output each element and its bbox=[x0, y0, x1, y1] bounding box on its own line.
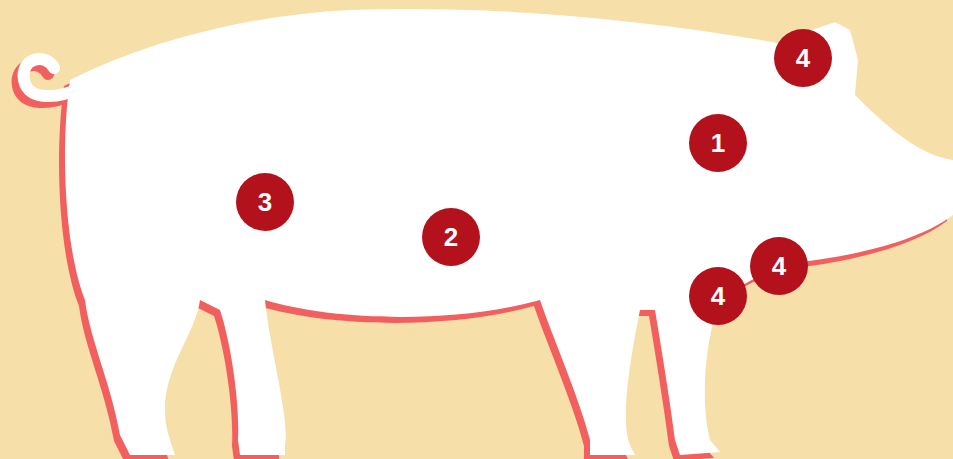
callout-number: 4 bbox=[774, 29, 832, 87]
callout-number: 1 bbox=[689, 114, 747, 172]
callout-number: 4 bbox=[750, 237, 808, 295]
pig-silhouette bbox=[24, 9, 953, 455]
callout-number: 3 bbox=[236, 173, 294, 231]
callout-number: 2 bbox=[422, 208, 480, 266]
callout-number: 4 bbox=[689, 267, 747, 325]
pig-body bbox=[65, 9, 953, 455]
